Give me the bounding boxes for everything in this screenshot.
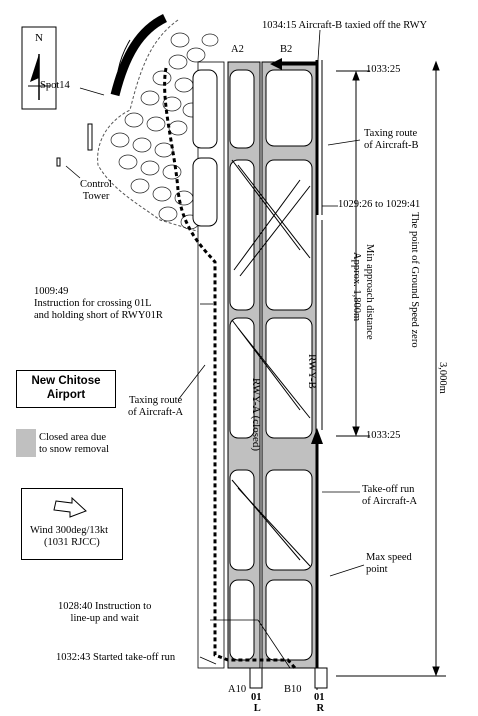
legend-closed-line2: to snow removal [39,444,109,455]
taxi-route-a-line2: of Aircraft-A [128,407,184,418]
legend-closed-line1: Closed area due [39,432,107,443]
legend-closed-swatch [16,429,36,457]
event-1009-49-time: 1009:49 [34,286,69,297]
a10-label: A10 [228,684,247,695]
takeoff-run-a-line1: Take-off run [362,484,415,495]
control-tower-label: Control Tower [80,179,112,203]
rwy-01r-num: 01 [314,692,325,703]
rwy-01l-num: 01 [251,692,262,703]
length-3000-label: 3,000m [437,362,448,394]
event-1028-40-line1: 1028:40 Instruction to [58,601,152,612]
exit-taxiways [231,159,311,567]
spot14-label: Spot14 [40,80,70,91]
north-label: N [35,32,43,44]
min-approach-dimension [336,70,370,437]
ground-speed-zero-label: The point of Ground Speed zero [409,212,420,348]
b2-label: B2 [280,44,293,55]
leader-lines [79,29,365,669]
rwy-b-label: RWY-B [306,354,318,389]
event-1029: 1029:26 to 1029:41 [338,199,421,210]
north-arrow [21,26,57,110]
tower-marker-icon [56,157,61,167]
event-1032-43: 1032:43 Started take-off run [56,652,176,663]
wind-arrow-icon [53,496,87,518]
rwy-01r-label: 01 R [314,692,325,714]
taxi-route-a-label: Taxing route of Aircraft-A [128,395,183,419]
airport-title-box: New Chitose Airport [16,370,116,408]
event-1009-49: 1009:49 Instruction for crossing 01L and… [34,286,163,322]
min-approach-label-1: Min approach distance [364,244,375,340]
event-1028-40-line2: line-up and wait [70,613,139,624]
terminal-apron [97,13,211,246]
rwy-01r-side: R [316,703,325,714]
taxi-route-a-line1: Taxing route [128,395,183,406]
min-approach-label-2: Approx. 1,800m [351,252,362,322]
event-1028-40: 1028:40 Instruction to line-up and wait [58,601,151,625]
max-speed-line1: Max speed [366,552,412,563]
event-1009-49-line2: and holding short of RWY01R [34,310,163,321]
event-1034-15: 1034:15 Aircraft-B taxied off the RWY [262,20,428,31]
max-speed-line2: point [366,564,388,575]
rwy-a-label: RWY-A (closed) [250,378,262,452]
wind-line1: Wind 300deg/13kt [30,525,109,536]
taxi-route-b-line2: of Aircraft-B [364,140,419,151]
takeoff-run-a-label: Take-off run of Aircraft-A [362,484,417,508]
runway-thresholds [249,667,328,689]
taxi-off-arrowhead [270,58,282,70]
control-tower-line: Control Tower [80,179,113,202]
taxi-route-b-label: Taxing route of Aircraft-B [364,128,419,152]
legend-closed-label: Closed area due to snow removal [39,432,109,456]
a2-label: A2 [231,44,244,55]
control-tower-icon [87,123,93,151]
b10-label: B10 [284,684,302,695]
length-dimension [336,60,446,677]
rwy-01l-label: 01 L [251,692,262,714]
takeoff-run-a-line2: of Aircraft-A [362,496,418,507]
max-speed-label: Max speed point [366,552,412,576]
takeoff-run-arrowhead [311,428,323,444]
taxi-route-aircraft-a [163,67,297,669]
event-1033-25-top: 1033:25 [366,64,401,75]
event-1009-49-line1: Instruction for crossing 01L [34,298,152,309]
rwy-01l-side: L [253,703,261,714]
event-1033-25-mid: 1033:25 [366,430,401,441]
taxi-route-b-line1: Taxing route [364,128,418,139]
wind-line2: (1031 RJCC) [44,537,100,548]
airport-title: New Chitose Airport [31,375,101,401]
wind-box: Wind 300deg/13kt (1031 RJCC) [21,488,123,560]
